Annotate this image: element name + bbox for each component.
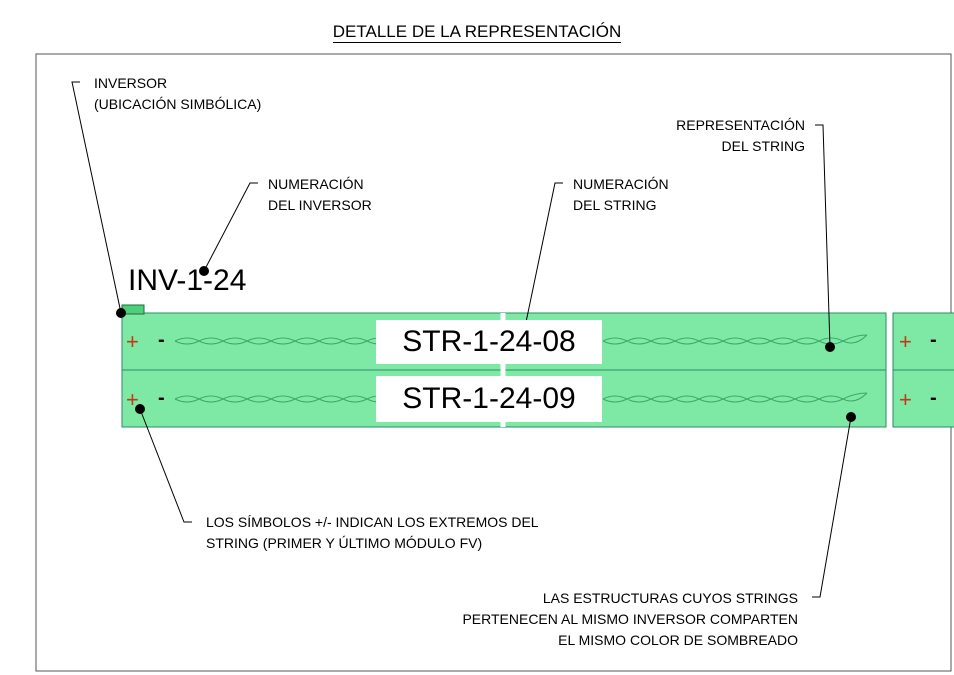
string-wire-2-right	[602, 392, 868, 403]
string-wire-1-right	[602, 334, 868, 345]
note-line: INVERSOR	[94, 75, 168, 91]
leader-dot-inverter	[116, 308, 126, 318]
leader-symbols-meaning	[139, 408, 192, 523]
string-wire-1-left	[174, 337, 416, 345]
leader-shading-meaning	[812, 416, 852, 598]
leader-dot-plus-symbol	[135, 404, 145, 414]
note-line: LOS SÍMBOLOS +/- INDICAN LOS EXTREMOS DE…	[206, 514, 539, 530]
diagram-title-text: DETALLE DE LA REPRESENTACIÓN	[332, 22, 622, 43]
plus-symbol-2: +	[126, 387, 139, 412]
minus-symbol-2: -	[158, 387, 165, 409]
leader-dot-inverter-label	[199, 266, 209, 276]
leader-string-representation	[815, 124, 831, 348]
note-line: DEL INVERSOR	[268, 197, 372, 213]
leader-inverter-numbering	[203, 182, 258, 272]
note-string-numbering: NUMERACIÓN DEL STRING	[573, 174, 669, 216]
note-symbols-meaning: LOS SÍMBOLOS +/- INDICAN LOS EXTREMOS DE…	[206, 512, 539, 554]
note-string-representation: REPRESENTACIÓN DEL STRING	[676, 115, 805, 157]
plus-symbol-1: +	[126, 329, 139, 354]
diagram-title: DETALLE DE LA REPRESENTACIÓN	[0, 22, 954, 43]
minus-symbol-1: -	[158, 329, 165, 351]
inverter-label: INV-1-24	[128, 264, 247, 297]
note-line: LAS ESTRUCTURAS CUYOS STRINGS	[542, 590, 798, 606]
note-line: NUMERACIÓN	[268, 176, 364, 192]
string-wire-2-left	[174, 395, 416, 403]
note-inverter-numbering: NUMERACIÓN DEL INVERSOR	[268, 174, 372, 216]
note-line: PERTENECEN AL MISMO INVERSOR COMPARTEN	[462, 611, 798, 627]
string-label-2: STR-1-24-09	[376, 376, 602, 422]
note-shading-meaning: LAS ESTRUCTURAS CUYOS STRINGS PERTENECEN…	[462, 588, 798, 651]
leader-dot-shading	[846, 412, 856, 422]
leader-string-numbering	[524, 182, 563, 328]
note-line: DEL STRING	[573, 197, 657, 213]
plus-symbol-right-2: +	[899, 387, 912, 412]
leader-dot-string-wire	[825, 342, 835, 352]
note-line: NUMERACIÓN	[573, 176, 669, 192]
note-line: REPRESENTACIÓN	[676, 117, 805, 133]
note-line: STRING (PRIMER Y ÚLTIMO MÓDULO FV)	[206, 535, 483, 551]
plus-symbol-right-1: +	[899, 329, 912, 354]
note-inverter-location: INVERSOR (UBICACIÓN SIMBÓLICA)	[94, 73, 261, 115]
string-label-1: STR-1-24-08	[376, 320, 602, 364]
note-line: EL MISMO COLOR DE SOMBREADO	[558, 632, 798, 648]
note-line: (UBICACIÓN SIMBÓLICA)	[94, 96, 262, 112]
note-line: DEL STRING	[721, 138, 806, 154]
minus-symbol-right-1: -	[930, 329, 937, 351]
minus-symbol-right-2: -	[930, 387, 937, 409]
leader-inverter-location	[71, 81, 122, 314]
